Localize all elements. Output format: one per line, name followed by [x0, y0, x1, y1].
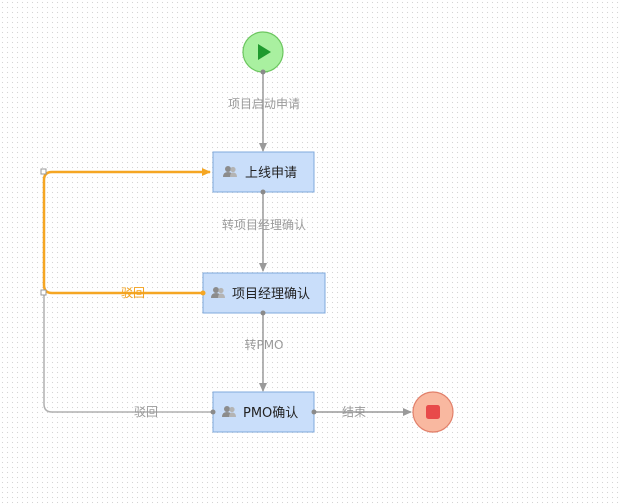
port-dot[interactable] [260, 189, 266, 195]
start-event[interactable] [242, 31, 284, 73]
edge-label-pmo-to-end: 结束 [342, 405, 366, 419]
task-pm-confirm[interactable]: 项目经理确认 [202, 272, 326, 314]
port-dot[interactable] [311, 409, 317, 415]
edge-pmo-reject[interactable] [43, 293, 213, 413]
task-label: 上线申请 [245, 166, 297, 181]
port-dot[interactable] [260, 69, 266, 75]
edge-label-launch-to-pm: 转项目经理确认 [222, 217, 306, 232]
edge-pm-reject[interactable] [42, 168, 211, 295]
task-launch-request[interactable]: 上线申请 [212, 151, 315, 193]
port-dot[interactable] [210, 409, 216, 415]
edge-label-pmo-reject: 驳回 [134, 405, 158, 419]
edge-label-start-to-launch: 项目启动申请 [228, 97, 300, 111]
port-dot[interactable] [200, 290, 206, 296]
edge-handle[interactable] [40, 168, 47, 175]
task-label: PMO确认 [243, 406, 298, 421]
play-icon [258, 44, 271, 60]
port-dot[interactable] [260, 310, 266, 316]
edge-handle[interactable] [40, 289, 47, 296]
stop-icon [426, 405, 440, 419]
end-event[interactable] [412, 391, 454, 433]
edge-label-pm-to-pmo: 转PMO [244, 337, 283, 352]
edge-label-pm-reject: 驳回 [121, 286, 145, 300]
task-label: 项目经理确认 [232, 287, 310, 302]
task-pmo-confirm[interactable]: PMO确认 [212, 391, 315, 433]
